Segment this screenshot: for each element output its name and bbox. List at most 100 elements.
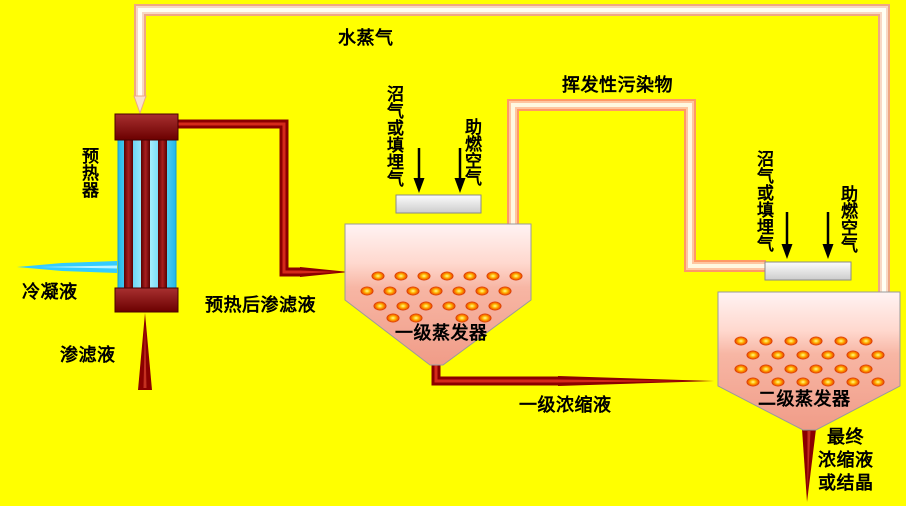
preheater-tube (141, 140, 150, 290)
bubble (386, 313, 400, 323)
bubble (746, 377, 760, 387)
evaporator-2-burner-cap (764, 261, 852, 281)
preheater-bottom-cap (114, 287, 179, 313)
final-product-label-line-2: 浓缩液 (818, 450, 874, 471)
bubble (809, 364, 823, 374)
preheater-label: 预热器 (78, 147, 98, 198)
evaporator-1 (344, 194, 532, 366)
final-arrow-body (802, 429, 816, 502)
bubble (734, 364, 748, 374)
volatile-pipe-edge (507, 99, 766, 272)
arrow-down-icon-head (781, 244, 793, 259)
bubble (498, 286, 512, 296)
leachate-inlet-arrow (138, 313, 152, 390)
steam-pipe-core (138, 8, 886, 292)
condensate-arrow-highlight (40, 265, 117, 269)
bubble (383, 286, 397, 296)
bubble (486, 271, 500, 281)
evaporator-1-burner-cap (395, 194, 482, 214)
preheater (114, 113, 179, 313)
steam-label: 水蒸气 (338, 28, 394, 49)
bubble (371, 271, 385, 281)
bubble (859, 364, 873, 374)
leachate-arrow-highlight (143, 326, 147, 388)
combustion-air-label-2: 助燃空气 (837, 185, 857, 253)
bubble (871, 350, 885, 360)
preheated-pipe-highlight (178, 122, 304, 274)
bubble (784, 336, 798, 346)
bubble (463, 271, 477, 281)
concentrate-pipe-arrowhead-highlight (558, 379, 690, 383)
bubble (475, 286, 489, 296)
final-product-label-line-3: 或结晶 (818, 473, 874, 494)
bubble (871, 377, 885, 387)
bubble (409, 313, 423, 323)
bubble (488, 301, 502, 311)
evaporator-2-bubbles (734, 336, 885, 387)
bubble (455, 313, 469, 323)
volatile-pipe-mid (509, 101, 766, 270)
bubble (429, 286, 443, 296)
final-product-label-line-1: 最终 (827, 427, 864, 448)
bubble (509, 271, 523, 281)
preheater-tube (124, 140, 133, 290)
bubble (465, 301, 479, 311)
bubble (834, 364, 848, 374)
bubble (809, 336, 823, 346)
evaporator-1-bubbles (360, 271, 523, 323)
bubble (406, 286, 420, 296)
bubble (452, 286, 466, 296)
bubble (419, 301, 433, 311)
bubble (759, 336, 773, 346)
preheater-tube (158, 140, 167, 290)
bubble (734, 336, 748, 346)
bubble (440, 271, 454, 281)
bubble (846, 377, 860, 387)
bubble (360, 286, 374, 296)
condensate-label: 冷凝液 (22, 282, 78, 303)
bubble (796, 350, 810, 360)
preheated-pipe-arrowhead-highlight (300, 270, 338, 274)
concentrate-pipe-body (431, 362, 562, 386)
preheated-leachate-label: 预热后渗滤液 (205, 295, 316, 316)
bubble (396, 301, 410, 311)
bubble (759, 364, 773, 374)
bubble (821, 350, 835, 360)
bubble (796, 377, 810, 387)
steam-pipe-tip (133, 95, 147, 115)
biogas-arrow-1 (413, 148, 425, 193)
evaporator-2-label: 二级蒸发器 (758, 389, 851, 410)
preheater-top-cap (114, 113, 179, 141)
biogas-arrow-2 (781, 212, 793, 259)
concentrate-pipe-highlight (434, 362, 562, 383)
arrow-down-icon-head (822, 244, 834, 259)
preheated-leachate-pipe (178, 119, 349, 277)
bubble (373, 301, 387, 311)
volatile-pollutants-label: 挥发性污染物 (562, 75, 673, 96)
bubble (394, 271, 408, 281)
primary-concentrate-pipe (431, 362, 714, 386)
volatile-pipe-core (511, 103, 766, 268)
biogas-label-2: 沼气或填埋气 (753, 150, 773, 252)
volatile-pollutants-pipe (507, 99, 766, 272)
bubble (834, 336, 848, 346)
bubble (417, 271, 431, 281)
bubble (846, 350, 860, 360)
evaporator-2 (717, 261, 901, 431)
evaporator-2-vessel (717, 291, 901, 431)
final-arrow-highlight (807, 431, 811, 490)
bubble (771, 377, 785, 387)
bubble (746, 350, 760, 360)
steam-pipe (133, 4, 890, 292)
combustion-air-label-1: 助燃空气 (461, 118, 481, 186)
bubble (478, 313, 492, 323)
bubble (442, 301, 456, 311)
primary-concentrate-label: 一级浓缩液 (519, 395, 612, 416)
arrow-down-icon-head (413, 178, 425, 193)
combustion-air-arrow-1 (454, 148, 466, 193)
leachate-label: 渗滤液 (60, 345, 116, 366)
bubble (821, 377, 835, 387)
final-product-arrow (802, 429, 816, 502)
